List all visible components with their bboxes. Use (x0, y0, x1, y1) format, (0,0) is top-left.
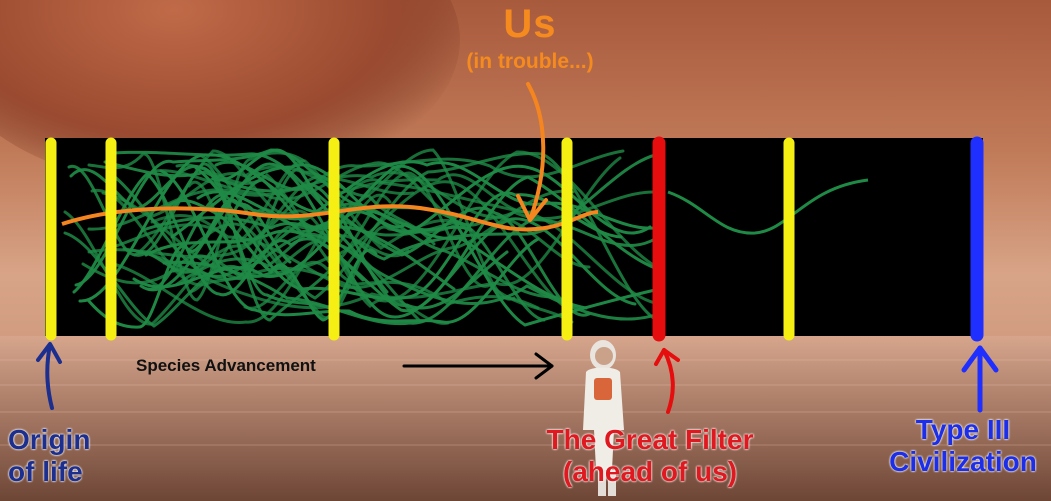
species-path (200, 151, 657, 321)
arrow-up-icon (654, 348, 680, 414)
filter-line-1: The Great Filter (546, 424, 754, 455)
species-path (108, 178, 657, 324)
type-iii-civilization-label: Type III Civilization (878, 414, 1048, 478)
us-subtitle: (in trouble...) (466, 50, 594, 73)
type3-line-1: Type III (915, 414, 1011, 445)
species-path (175, 163, 540, 310)
species-path (132, 164, 657, 327)
origin-line-1: Origin (8, 424, 91, 455)
species-path (103, 160, 509, 310)
species-path (146, 193, 456, 291)
species-path (137, 178, 389, 294)
filter-line-2: (ahead of us) (562, 456, 738, 487)
species-paths (63, 148, 657, 329)
sea-background (0, 336, 1051, 501)
origin-of-life-label: Origin of life (8, 424, 108, 488)
arrow-up-icon (961, 345, 999, 413)
type3-line-2: Civilization (889, 446, 1037, 477)
us-title: Us (503, 2, 557, 46)
species-path (122, 156, 622, 310)
species-path (87, 170, 657, 231)
surviving-species-path (667, 178, 869, 235)
origin-line-2: of life (8, 456, 83, 487)
species-path (81, 234, 410, 285)
us-path (61, 204, 599, 232)
great-filter-label: The Great Filter (ahead of us) (520, 424, 780, 488)
species-path (188, 148, 516, 301)
arrow-up-icon (36, 342, 62, 410)
species-path (194, 166, 623, 300)
species-advancement-label: Species Advancement (136, 356, 316, 375)
species-path (87, 149, 625, 259)
species-path (87, 151, 306, 302)
species-path (147, 165, 536, 219)
species-path (69, 164, 334, 311)
arrow-down-icon (516, 82, 548, 222)
astronaut-figure (583, 340, 624, 496)
species-path (187, 180, 392, 268)
arrow-right-icon (402, 352, 554, 380)
species-path (72, 172, 365, 297)
